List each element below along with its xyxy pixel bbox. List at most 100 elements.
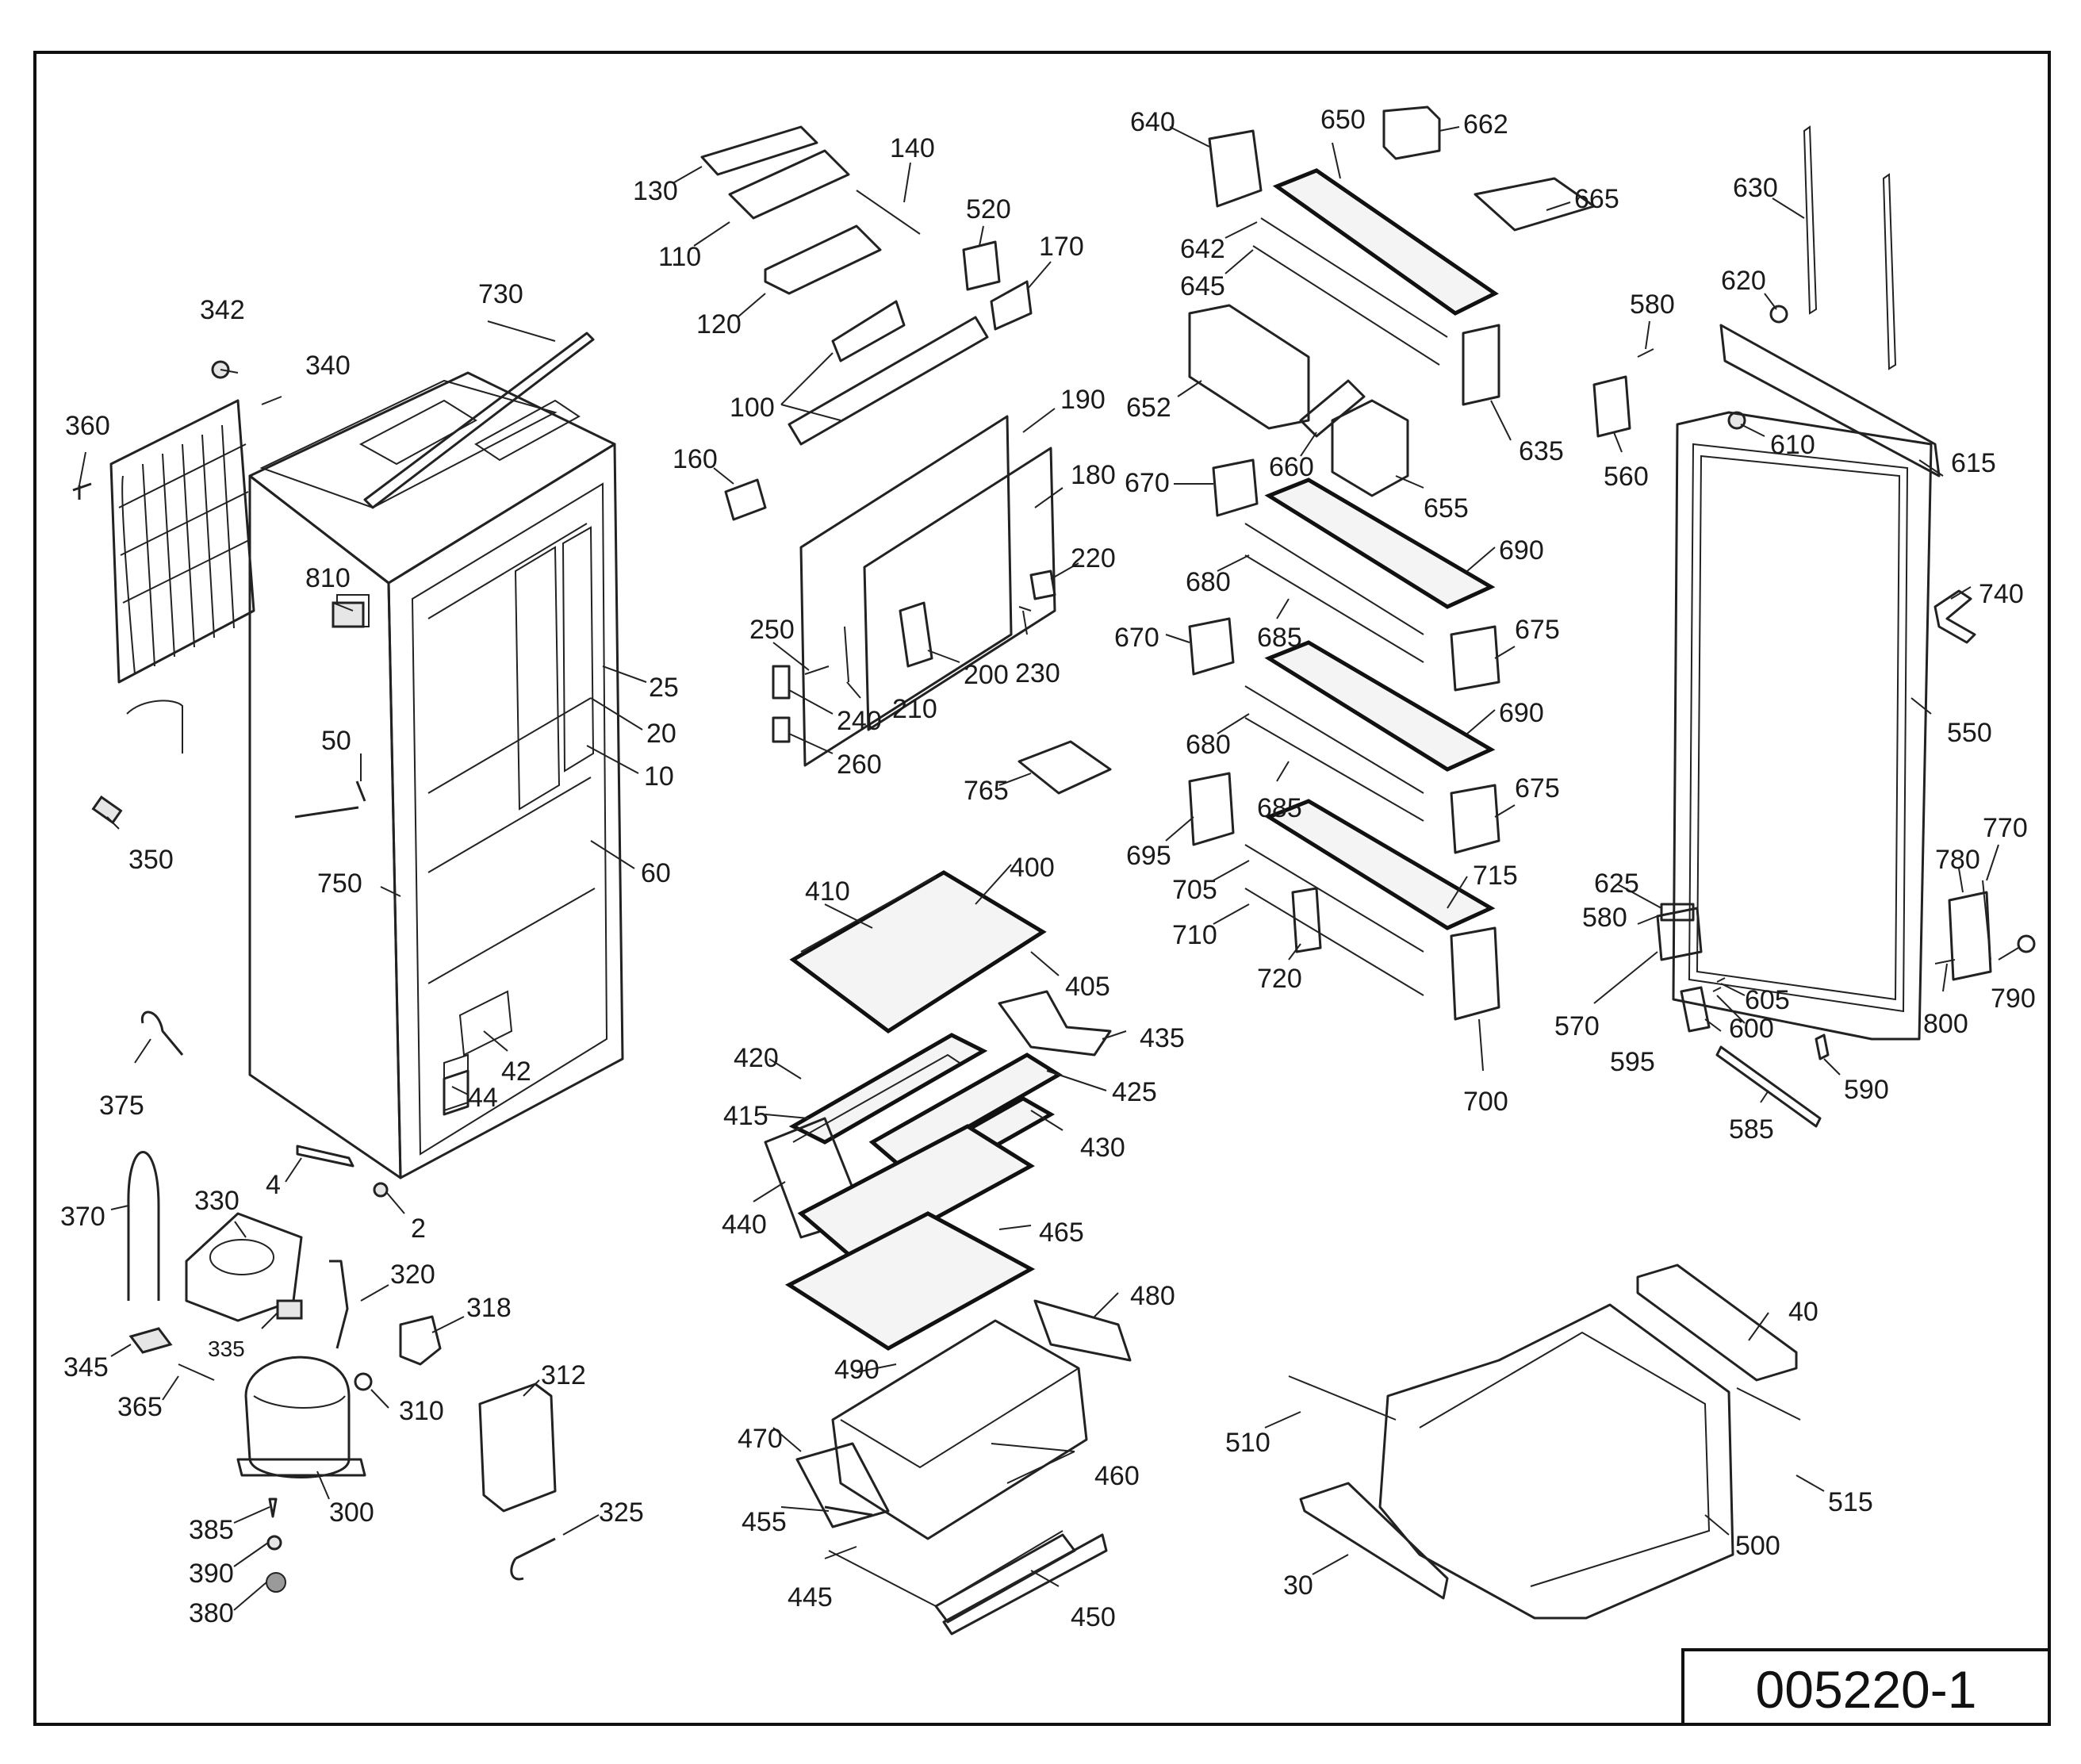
part-695 [1188,772,1235,846]
part-520 [962,240,1001,291]
part-670 [1212,458,1259,517]
callout-110: 110 [658,242,701,272]
callout-705-label: 705 [1172,875,1217,905]
callout-44: 44 [468,1083,498,1113]
part-675 [1450,625,1500,692]
part-630b [1882,173,1897,370]
callout-695: 695 [1126,841,1171,871]
callout-490: 490 [834,1355,880,1385]
callout-710: 710 [1172,920,1217,950]
callout-662: 662 [1463,109,1508,140]
callout-780: 780 [1935,845,1980,875]
callout-312: 312 [541,1360,586,1390]
part-318 [399,1315,442,1366]
part-260 [772,716,791,743]
callout-345: 345 [63,1352,109,1382]
part-130 [700,125,818,176]
callout-515-label: 515 [1828,1487,1873,1517]
callout-445: 445 [788,1582,833,1613]
callout-480: 480 [1130,1281,1175,1311]
callout-330: 330 [194,1186,240,1216]
callout-350: 350 [128,845,174,875]
callout-415: 415 [723,1101,768,1131]
leader-lines [79,126,2019,1611]
callout-42: 42 [501,1056,531,1087]
part-100 [788,316,989,446]
part-2 [373,1182,389,1198]
callout-440: 440 [722,1210,767,1240]
part-690 [1264,477,1496,609]
callout-100: 100 [730,393,775,423]
callout-405: 405 [1065,972,1110,1002]
part-642 [1260,217,1448,338]
compressor [236,1356,366,1478]
part-400 [789,870,1047,1034]
part-652 [1188,304,1310,430]
part-240 [772,665,791,700]
part-435 [998,990,1112,1056]
callout-250: 250 [749,615,795,645]
part-120 [764,224,882,295]
part-720 [1291,887,1322,953]
callout-652: 652 [1126,393,1171,423]
part-810 [332,601,365,628]
callout-30: 30 [1283,1570,1313,1601]
callout-450: 450 [1071,1602,1116,1632]
part-350 [91,795,123,825]
drawing-code: 005220-1 [1756,1660,1977,1719]
callout-685b: 685 [1257,793,1302,823]
callout-680: 680 [1186,567,1231,597]
part-180 [863,447,1056,731]
callout-765: 765 [964,776,1009,806]
part-4 [296,1145,354,1168]
glass-shelves-group [764,870,1132,1636]
callout-580-top: 580 [1630,290,1675,320]
part-670b [1188,617,1235,676]
callout-585: 585 [1729,1114,1774,1145]
callout-360: 360 [65,411,110,441]
part-345 [128,1327,173,1354]
part-312 [478,1382,557,1513]
callout-570-label: 570 [1554,1011,1600,1041]
part-655 [1331,399,1409,497]
part-640 [1208,129,1263,208]
callout-790: 790 [1991,984,2036,1014]
part-230 [1018,606,1032,612]
part-410 [800,876,937,953]
part-360 [72,482,92,500]
callout-labels: 342 340 730 360 810 25 20 10 60 50 750 3… [60,105,2036,1632]
part-800 [1934,959,1956,964]
callout-610: 610 [1770,430,1815,460]
callout-470: 470 [738,1424,783,1454]
callout-650: 650 [1320,105,1366,135]
callout-200: 200 [964,660,1009,690]
callout-340: 340 [305,351,351,381]
callout-320: 320 [390,1260,435,1290]
callout-190: 190 [1060,385,1106,415]
part-675b [1450,784,1500,854]
callout-590: 590 [1844,1075,1889,1105]
callout-410: 410 [805,876,850,907]
part-510 [1288,1375,1397,1421]
callout-630: 630 [1733,173,1778,203]
callout-620: 620 [1721,266,1766,296]
part-790 [2017,934,2036,953]
callout-605-label: 605 [1745,985,1790,1015]
callout-325: 325 [599,1497,644,1528]
condenser-coil [109,399,255,754]
part-490 [831,1319,1088,1540]
part-685b [1244,717,1424,822]
part-650 [1272,168,1499,316]
part-370 [127,1151,160,1301]
callout-730: 730 [478,279,523,309]
callout-690b: 690 [1499,698,1544,728]
callout-500-label: 500 [1735,1531,1780,1561]
callout-260: 260 [837,750,882,780]
part-375 [140,1010,184,1056]
part-705 [1244,844,1424,953]
part-625 [1660,903,1695,922]
callout-615: 615 [1951,448,1996,478]
callout-25: 25 [649,673,679,703]
part-200 [899,601,933,668]
